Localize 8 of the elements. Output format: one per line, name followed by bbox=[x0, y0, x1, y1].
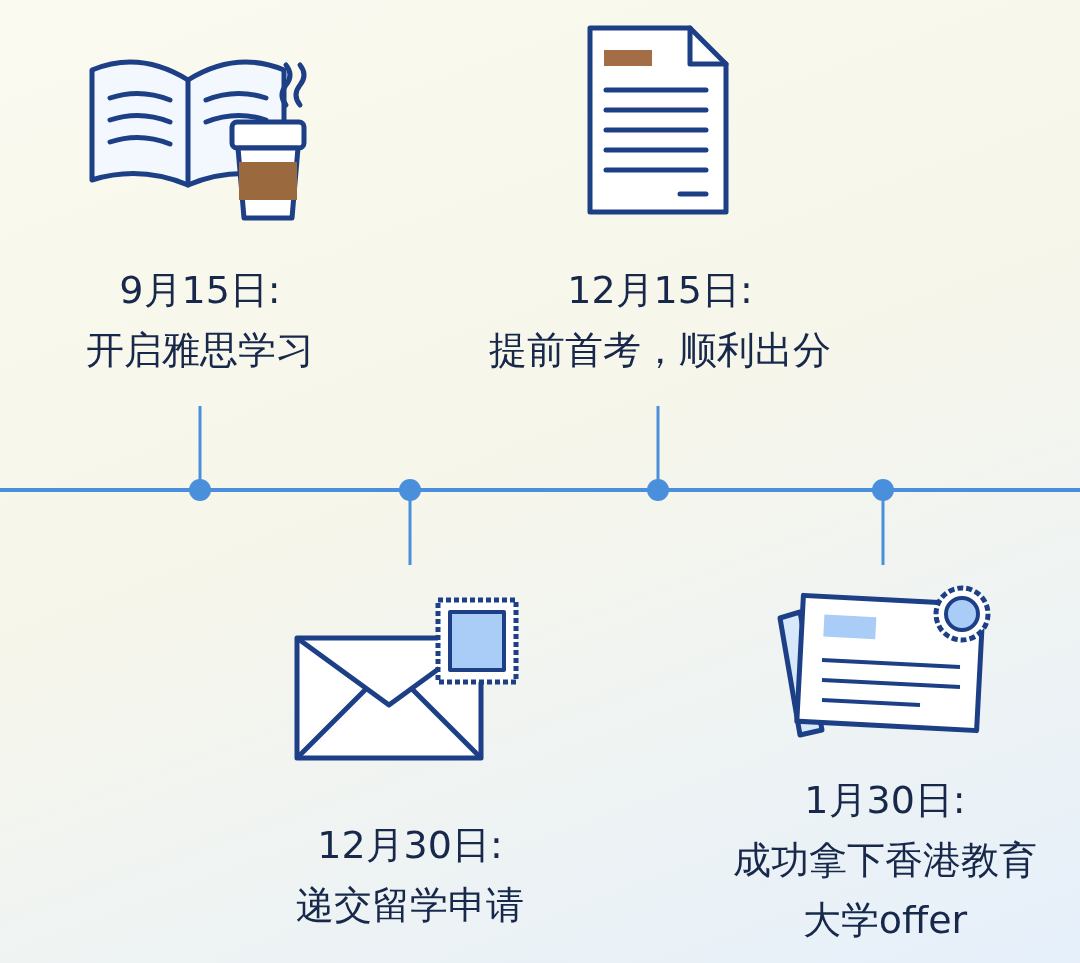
milestone-description: 开启雅思学习 bbox=[85, 327, 315, 374]
date-label: 1月30日: bbox=[803, 777, 967, 824]
milestone-description: 提前首考，顺利出分 bbox=[488, 327, 832, 374]
date-label: 9月15日: bbox=[118, 267, 282, 314]
milestone-description: 递交留学申请 bbox=[295, 882, 525, 929]
milestone-description: 成功拿下香港教育大学offer bbox=[732, 837, 1038, 944]
date-label: 12月30日: bbox=[316, 822, 504, 869]
date-label: 12月15日: bbox=[566, 267, 754, 314]
